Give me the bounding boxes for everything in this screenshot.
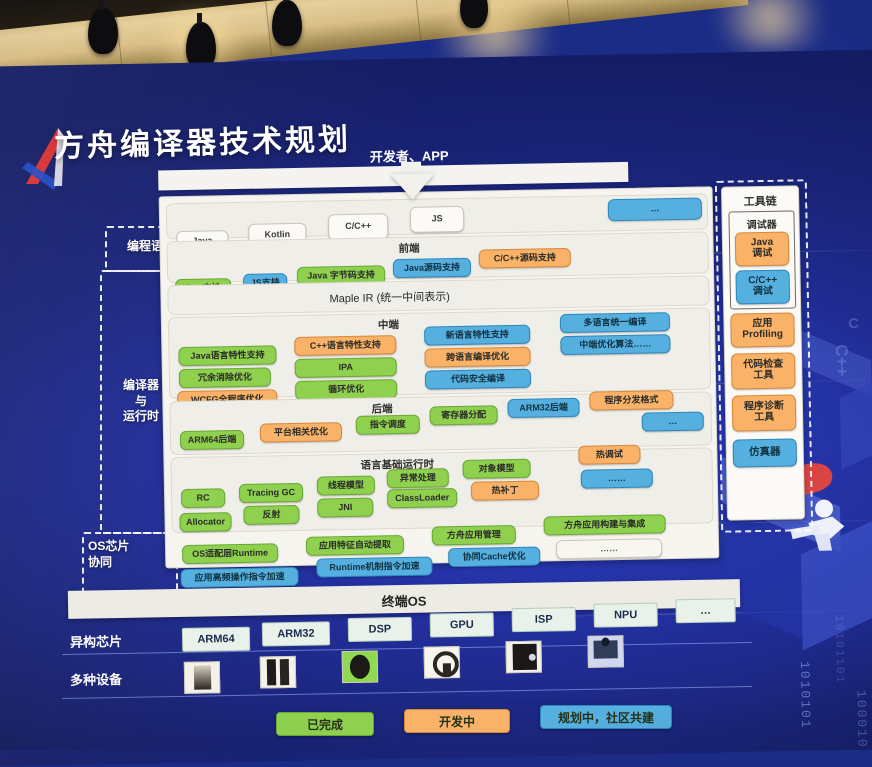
architecture-diagram: 开发者、APP 全场景智慧化 编程语言 编程框架 … Java Kotlin C… bbox=[70, 148, 736, 606]
tablet-device-icon bbox=[259, 655, 297, 689]
legend-completed: 已完成 bbox=[276, 712, 374, 736]
chip-arm64-hw[interactable]: ARM64 bbox=[181, 626, 251, 652]
binary-text: 10101101 bbox=[832, 615, 846, 685]
chip-app-hotpath-instruction-accel[interactable]: 应用高频操作指令加速 bbox=[180, 566, 299, 589]
legend-in-development: 开发中 bbox=[404, 709, 510, 733]
chip-java-lang-feature[interactable]: Java语言特性支持 bbox=[178, 345, 277, 367]
chip-multilang-unified-compile[interactable]: 多语言统一编译 bbox=[559, 312, 671, 334]
band-title-frontend: 前端 bbox=[398, 242, 420, 256]
row-label-chips: 异构芯片 bbox=[69, 633, 123, 650]
chip-program-distribution-format[interactable]: 程序分发格式 bbox=[589, 390, 674, 411]
chip-middleend-opt-algorithms[interactable]: 中端优化算法…… bbox=[560, 334, 671, 356]
chip-redundancy-elimination[interactable]: 冗余消除优化 bbox=[178, 367, 272, 389]
ark-compiler-logo-icon bbox=[22, 128, 64, 190]
chip-instruction-scheduling[interactable]: 指令调度 bbox=[355, 414, 420, 435]
legend-planned-community: 规划中，社区共建 bbox=[540, 705, 672, 729]
group-label-os-chip: OS芯片 协同 bbox=[88, 539, 130, 569]
binary-text: 100010 bbox=[853, 689, 870, 749]
chip-language-ellipsis[interactable]: … bbox=[607, 197, 703, 222]
chip-tracing-gc[interactable]: Tracing GC bbox=[238, 482, 304, 504]
band-title-middleend: 中端 bbox=[377, 319, 400, 332]
chip-java-source-support[interactable]: Java源码支持 bbox=[392, 257, 472, 279]
chip-os-adapt-runtime[interactable]: OS适配层Runtime bbox=[181, 543, 279, 565]
chip-hw-ellipsis[interactable]: … bbox=[675, 598, 736, 624]
headphone-device-icon bbox=[423, 646, 461, 679]
laptop-device-icon bbox=[505, 640, 543, 674]
chip-exception-handling[interactable]: 异常处理 bbox=[386, 468, 449, 489]
chip-c-cpp-source-support[interactable]: C/C++源码支持 bbox=[478, 247, 571, 269]
tv-device-icon bbox=[587, 635, 624, 668]
chip-gpu-hw[interactable]: GPU bbox=[429, 612, 495, 638]
chip-ark-app-management[interactable]: 方舟应用管理 bbox=[431, 524, 517, 546]
phone-device-icon bbox=[183, 661, 221, 694]
background-word: C++ bbox=[831, 344, 852, 377]
row-label-devices: 多种设备 bbox=[69, 671, 123, 688]
chip-rc[interactable]: RC bbox=[180, 488, 226, 509]
chip-reflection[interactable]: 反射 bbox=[243, 504, 300, 525]
chip-ipa[interactable]: IPA bbox=[294, 357, 397, 378]
chip-ark-app-build-integration[interactable]: 方舟应用构建与集成 bbox=[543, 514, 666, 536]
chip-js[interactable]: JS bbox=[409, 205, 465, 233]
binary-text: 1010101 bbox=[796, 660, 814, 730]
watch-device-icon bbox=[341, 650, 379, 684]
chip-arm32-backend[interactable]: ARM32后端 bbox=[507, 397, 580, 419]
chip-c-cpp[interactable]: C/C++ bbox=[327, 213, 389, 241]
chip-os-chip-ellipsis[interactable]: …… bbox=[555, 538, 663, 560]
maple-ir-label: Maple IR (统一中间表示) bbox=[329, 291, 451, 306]
group-label-compiler-runtime: 编译器 与 运行时 bbox=[122, 378, 159, 424]
background-word: C bbox=[848, 314, 859, 332]
page-title: 方舟编译器技术规划 bbox=[53, 123, 352, 164]
chip-isp-hw[interactable]: ISP bbox=[511, 607, 576, 633]
chip-runtime-mechanism-accel[interactable]: Runtime机制指令加速 bbox=[316, 556, 433, 578]
chip-hot-patch[interactable]: 热补丁 bbox=[470, 480, 540, 501]
flow-arrow-icon bbox=[390, 173, 435, 201]
chip-arm64-backend[interactable]: ARM64后端 bbox=[179, 429, 245, 451]
chip-object-model[interactable]: 对象模型 bbox=[462, 458, 531, 479]
chip-crosslang-compile-opt[interactable]: 跨语言编译优化 bbox=[424, 346, 531, 368]
chip-allocator[interactable]: Allocator bbox=[179, 512, 232, 533]
diagram-board: Java Kotlin C/C++ JS … 前端 Dex支持 JS支持 Jav… bbox=[158, 186, 720, 589]
chip-hot-debug[interactable]: 热调试 bbox=[578, 444, 641, 465]
chip-new-lang-feature[interactable]: 新语言特性支持 bbox=[424, 324, 531, 346]
light-glow bbox=[700, 0, 840, 50]
spotlight-icon bbox=[272, 0, 302, 46]
chip-collaborative-cache-opt[interactable]: 协同Cache优化 bbox=[448, 546, 541, 568]
chip-thread-model[interactable]: 线程模型 bbox=[316, 475, 376, 496]
chip-app-feature-autoextract[interactable]: 应用特征自动提取 bbox=[305, 535, 405, 556]
chip-cpp-lang-feature[interactable]: C++语言特性支持 bbox=[294, 335, 397, 356]
group-outline-toolchain bbox=[714, 179, 814, 533]
spotlight-icon bbox=[460, 0, 488, 28]
chip-platform-specific-opt[interactable]: 平台相关优化 bbox=[259, 422, 343, 443]
chip-register-allocation[interactable]: 寄存器分配 bbox=[429, 405, 498, 426]
chip-classloader[interactable]: ClassLoader bbox=[387, 488, 458, 509]
spotlight-icon bbox=[88, 0, 118, 54]
chip-dsp-hw[interactable]: DSP bbox=[347, 616, 413, 643]
chip-code-secure-compile[interactable]: 代码安全编译 bbox=[424, 368, 532, 390]
stage-background bbox=[0, 0, 840, 90]
chip-npu-hw[interactable]: NPU bbox=[593, 602, 658, 628]
chip-arm32-hw[interactable]: ARM32 bbox=[261, 621, 331, 647]
chip-backend-ellipsis[interactable]: … bbox=[641, 411, 704, 432]
chip-jni[interactable]: JNI bbox=[317, 497, 374, 518]
chip-runtime-ellipsis[interactable]: …… bbox=[580, 468, 654, 489]
